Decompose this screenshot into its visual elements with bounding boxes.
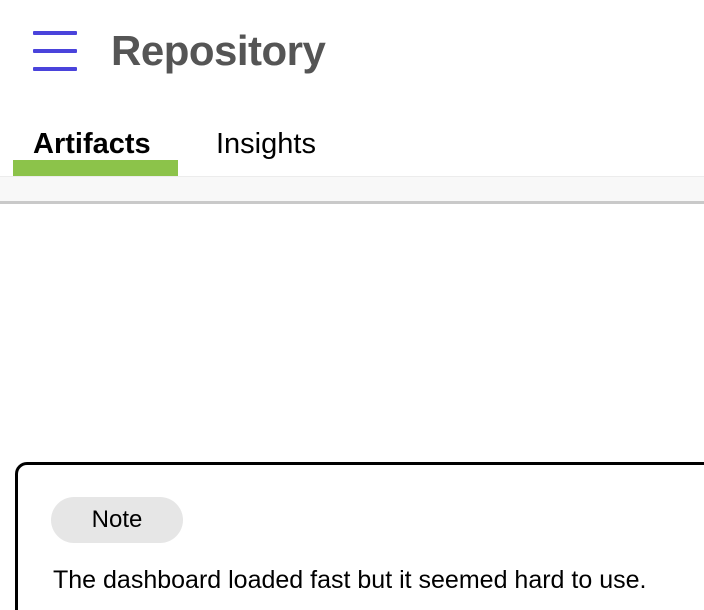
hamburger-bar xyxy=(33,67,77,71)
status-badge: Note xyxy=(51,497,183,543)
note-card[interactable]: Note The dashboard loaded fast but it se… xyxy=(15,462,704,610)
tab-insights-label: Insights xyxy=(216,128,316,160)
action-row: New xyxy=(0,207,704,574)
hamburger-bar xyxy=(33,49,77,53)
hamburger-bar xyxy=(33,31,77,35)
note-body-text: The dashboard loaded fast but it seemed … xyxy=(53,566,647,594)
page-title: Repository xyxy=(111,27,326,74)
tab-artifacts-label: Artifacts xyxy=(33,128,151,160)
toolbar-strip xyxy=(0,176,704,204)
tab-insights[interactable]: Insights xyxy=(216,104,335,176)
app-header: Repository xyxy=(0,0,704,104)
hamburger-menu-icon[interactable] xyxy=(33,31,77,71)
tab-artifacts[interactable]: Artifacts xyxy=(33,104,159,176)
active-tab-indicator xyxy=(13,160,178,176)
